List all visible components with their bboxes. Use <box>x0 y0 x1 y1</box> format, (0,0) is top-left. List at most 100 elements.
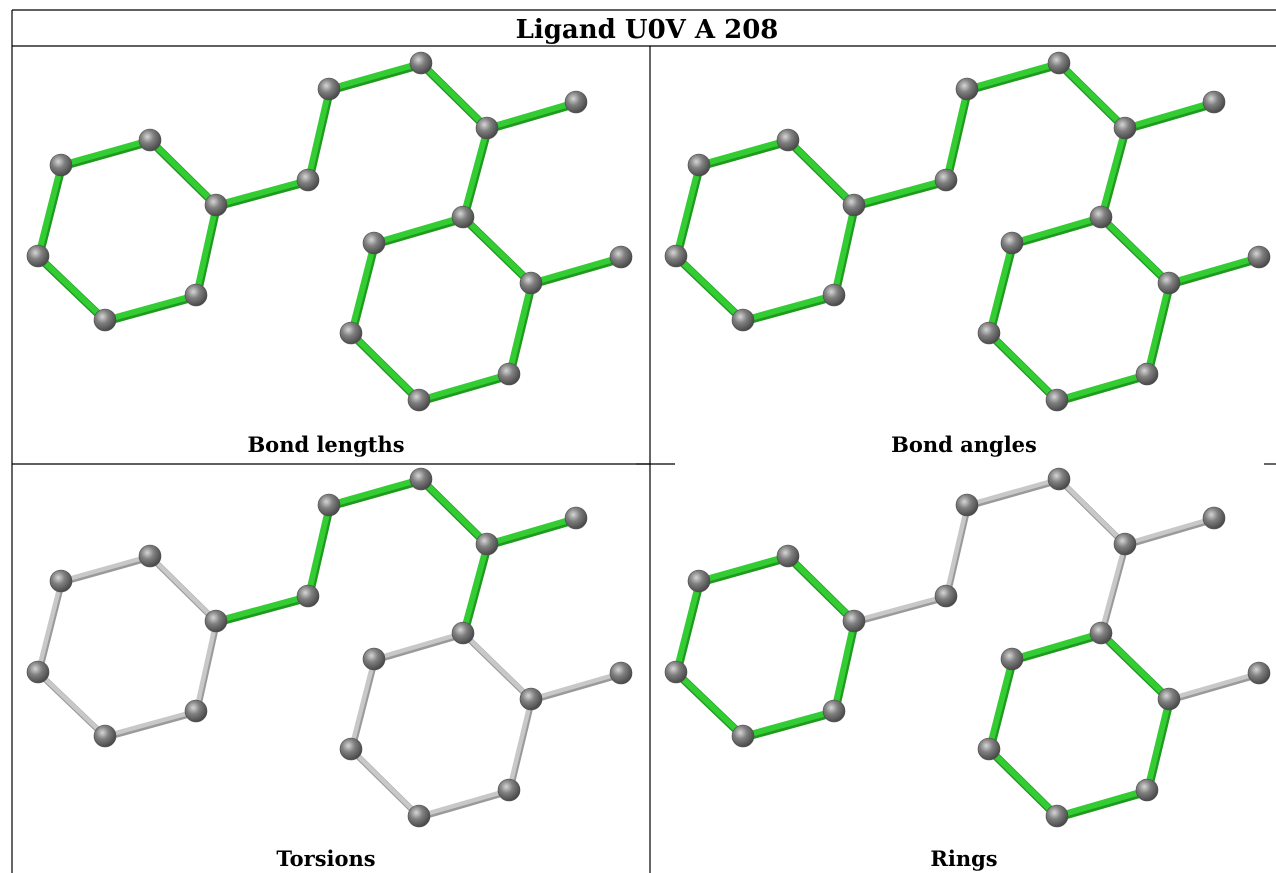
highlighted-bond <box>213 177 313 211</box>
atom <box>934 168 958 192</box>
highlighted-bond <box>418 60 492 134</box>
atom <box>49 569 73 593</box>
bond <box>58 553 154 586</box>
bond-line <box>213 177 311 208</box>
atom <box>664 660 688 684</box>
panel-caption: Rings <box>930 846 997 871</box>
atom <box>362 231 386 255</box>
bond-line <box>696 553 791 584</box>
atom <box>184 699 208 723</box>
bond-line <box>964 60 1062 92</box>
highlighted-bond <box>696 137 793 171</box>
atom <box>1047 51 1071 75</box>
highlighted-bond <box>673 253 748 326</box>
bond-line <box>326 60 424 92</box>
bond <box>964 476 1063 510</box>
bond-line <box>147 137 219 208</box>
highlighted-bond <box>460 125 492 223</box>
bond-line <box>986 656 1015 752</box>
atom <box>1157 271 1181 295</box>
bond-line <box>528 670 624 702</box>
atom <box>339 321 363 345</box>
bond-line <box>506 696 534 793</box>
atom <box>497 362 521 386</box>
atom <box>1135 778 1159 802</box>
highlighted-bond <box>1054 787 1152 822</box>
bond-line <box>785 137 857 208</box>
atom <box>1047 467 1071 491</box>
panel-caption: Bond lengths <box>247 432 404 457</box>
highlighted-bond <box>193 202 221 301</box>
atom <box>451 205 475 229</box>
highlighted-bond <box>348 240 379 339</box>
highlighted-bond <box>35 162 66 262</box>
bond-line <box>418 476 490 547</box>
atom <box>842 609 866 633</box>
highlighted-bond <box>740 292 839 326</box>
atom <box>564 90 588 114</box>
molecule-bonds <box>35 476 625 821</box>
bond-line <box>305 502 332 599</box>
bond-line <box>147 553 219 624</box>
highlighted-bond <box>1009 214 1106 249</box>
highlighted-bond <box>58 137 155 171</box>
molecule-atoms <box>664 51 1271 412</box>
highlighted-bond <box>696 553 793 587</box>
bond-line <box>673 253 746 323</box>
highlighted-bond <box>326 60 426 95</box>
molecule-bonds <box>673 476 1263 822</box>
bond-line <box>986 240 1015 336</box>
bond-line <box>58 553 153 584</box>
atom <box>1135 362 1159 386</box>
bond-line <box>193 618 219 714</box>
bond <box>943 502 971 601</box>
atom <box>955 77 979 101</box>
atom <box>977 737 1001 761</box>
bond-line <box>418 60 490 131</box>
atom <box>776 544 800 568</box>
bond-line <box>696 137 791 168</box>
highlighted-bond <box>348 330 424 406</box>
highlighted-bond <box>1054 371 1152 406</box>
bond <box>35 578 65 677</box>
bond-line <box>851 177 949 208</box>
atom <box>138 128 162 152</box>
highlighted-bond <box>785 553 859 627</box>
atom <box>1202 506 1226 530</box>
bond-line <box>1098 541 1128 636</box>
highlighted-bond <box>740 708 839 742</box>
highlighted-bond <box>213 593 313 627</box>
bond <box>528 670 625 704</box>
figure-title: Ligand U0V A 208 <box>516 15 779 45</box>
bond <box>1166 670 1263 704</box>
bond <box>193 618 220 716</box>
bond <box>348 746 423 821</box>
highlighted-bond <box>673 578 704 678</box>
atom <box>26 660 50 684</box>
bond-line <box>851 593 949 624</box>
highlighted-bond <box>986 746 1062 822</box>
panel-torsions: Torsions <box>26 467 633 871</box>
highlighted-bond <box>371 214 468 249</box>
panel-bond-angles: Bond angles <box>664 51 1271 457</box>
atom <box>1113 532 1137 556</box>
highlighted-bond <box>851 177 951 211</box>
highlighted-bond <box>416 371 514 406</box>
atom <box>407 388 431 412</box>
bond <box>102 708 200 741</box>
highlighted-bond <box>528 254 626 289</box>
bond-line <box>305 86 332 183</box>
bond-line <box>371 630 466 662</box>
molecule-atoms <box>664 467 1271 828</box>
highlighted-bond <box>305 502 334 602</box>
highlighted-bond <box>831 618 859 717</box>
molecule-bonds <box>673 60 1264 406</box>
atom <box>409 51 433 75</box>
highlighted-bond <box>986 656 1017 755</box>
bond <box>1098 541 1129 638</box>
bond-line <box>986 330 1060 403</box>
atom <box>609 245 633 269</box>
atom <box>609 661 633 685</box>
bond-line <box>371 214 466 246</box>
bond-line <box>1122 515 1217 547</box>
